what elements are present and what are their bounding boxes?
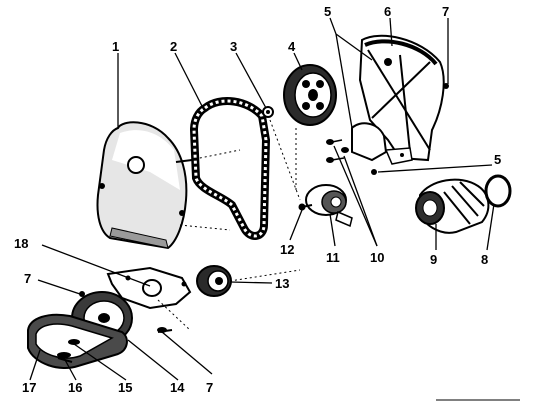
leader-lines [29,17,495,381]
callout-12: 12 [280,242,294,257]
part-7-lower-bolt [157,327,173,333]
callout-14: 14 [170,380,185,395]
callout-9: 9 [430,252,437,267]
callout-7-bottom: 7 [206,380,213,395]
part-11-tensioner [305,184,353,228]
part-8-o-ring [484,174,512,208]
part-4-camshaft-sprocket [283,64,337,126]
callout-4: 4 [288,39,296,54]
callout-5-top: 5 [324,4,331,19]
callout-18-upper: 18 [14,236,28,251]
part-2-timing-belt [189,97,271,240]
part-9-water-pump [415,178,490,234]
callout-11: 11 [326,250,340,265]
callout-15: 15 [118,380,132,395]
part-3-bolt [262,106,274,118]
callout-13: 13 [275,276,289,291]
callout-1: 1 [112,39,119,54]
callout-16: 16 [68,380,82,395]
part-12-bolt [298,203,313,211]
callout-2: 2 [170,39,177,54]
callout-5-right: 5 [494,152,501,167]
part-15-bolt [68,339,80,345]
part-6-rear-cover [351,34,449,165]
callout-8: 8 [481,252,488,267]
assembly-guide-lines [157,119,301,331]
callout-17: 17 [22,380,36,395]
callout-labels: 1 2 3 4 5 6 7 5 8 9 10 11 12 13 18 7 7 1… [14,4,501,395]
callout-7-top: 7 [442,4,449,19]
callout-7-left: 7 [24,271,31,286]
callout-10: 10 [370,250,384,265]
callout-6: 6 [384,4,391,19]
part-1-front-cover [96,121,193,250]
part-13-idler-pulley [196,265,232,297]
part-10-studs [326,139,377,175]
callout-3: 3 [230,39,237,54]
